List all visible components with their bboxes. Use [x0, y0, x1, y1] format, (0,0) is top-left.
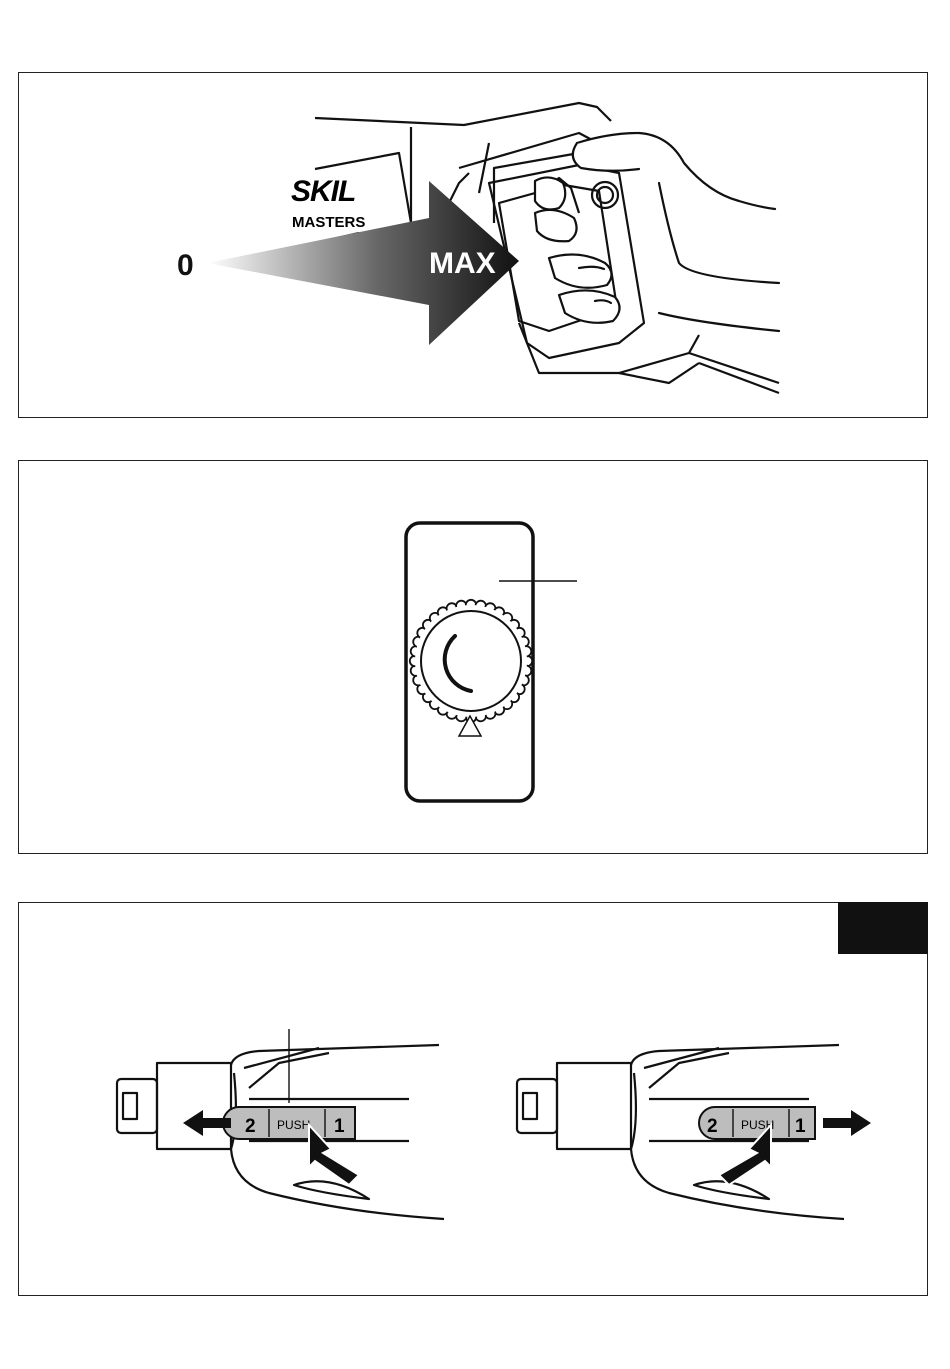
hand-drawing [535, 133, 779, 331]
right-switch-num-1: 1 [795, 1116, 806, 1137]
right-arrow-icon [823, 1110, 871, 1136]
left-switch-num-2: 2 [245, 1116, 256, 1137]
right-switch-num-2: 2 [707, 1116, 718, 1137]
figure-panel-speed-dial [18, 460, 928, 854]
left-switch-push: PUSH [277, 1118, 310, 1132]
left-arrow-icon [183, 1110, 231, 1136]
speed-dial-illustration [19, 461, 929, 855]
speed-min-label: 0 [177, 249, 194, 282]
dial-face [421, 611, 521, 711]
trigger-illustration: SKIL MASTERS 0 MAX [19, 73, 929, 419]
left-switch-num-1: 1 [334, 1116, 345, 1137]
brand-logo: SKIL [291, 175, 355, 208]
speed-max-label: MAX [429, 247, 496, 280]
brand-subtitle: MASTERS [292, 214, 365, 231]
figure-panel-direction-switch: 2 PUSH 1 2 PUSH 1 [18, 902, 928, 1296]
direction-switch-illustration: 2 PUSH 1 2 PUSH 1 [19, 903, 929, 1297]
figure-panel-trigger: SKIL MASTERS 0 MAX [18, 72, 928, 418]
